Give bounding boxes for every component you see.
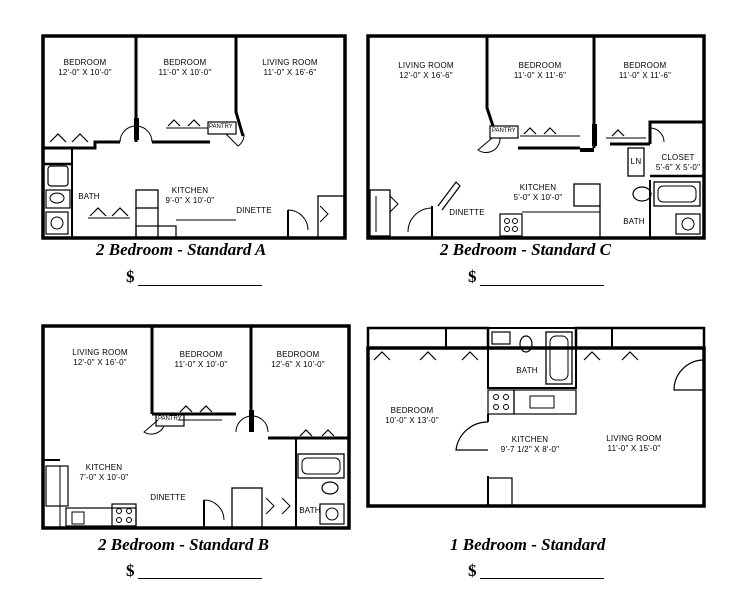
- price-symbol: $: [468, 267, 477, 286]
- room-label-bath: BATH: [623, 217, 645, 226]
- floor-plan-drawing: [366, 34, 706, 240]
- floor-plan-drawing: [41, 34, 347, 240]
- plan-caption: 1 Bedroom - Standard: [450, 535, 606, 554]
- plan-caption: 2 Bedroom - Standard B: [98, 535, 269, 554]
- pantry-label: PANTRY: [492, 128, 516, 134]
- price-symbol: $: [468, 561, 477, 580]
- room-label-bath: BATH: [78, 192, 100, 201]
- price-symbol: $: [126, 561, 135, 580]
- floor-plan-drawing: [41, 324, 351, 530]
- room-label-dinette: DINETTE: [449, 208, 485, 217]
- room-label-bath: BATH: [516, 366, 538, 375]
- price-blank-line: [138, 578, 262, 579]
- pantry-label: PANTRY: [209, 124, 233, 130]
- room-label-dinette: DINETTE: [150, 493, 186, 502]
- room-label-bath: BATH: [299, 506, 321, 515]
- plan-caption: 2 Bedroom - Standard A: [96, 240, 267, 259]
- room-label-dinette: DINETTE: [236, 206, 272, 215]
- price-blank-line: [480, 285, 604, 286]
- price-blank-line: [138, 285, 262, 286]
- plan-caption: 2 Bedroom - Standard C: [440, 240, 611, 259]
- pantry-label: PANTRY: [158, 416, 182, 422]
- price-blank-line: [480, 578, 604, 579]
- room-label-linen: LN: [630, 157, 642, 166]
- price-symbol: $: [126, 267, 135, 286]
